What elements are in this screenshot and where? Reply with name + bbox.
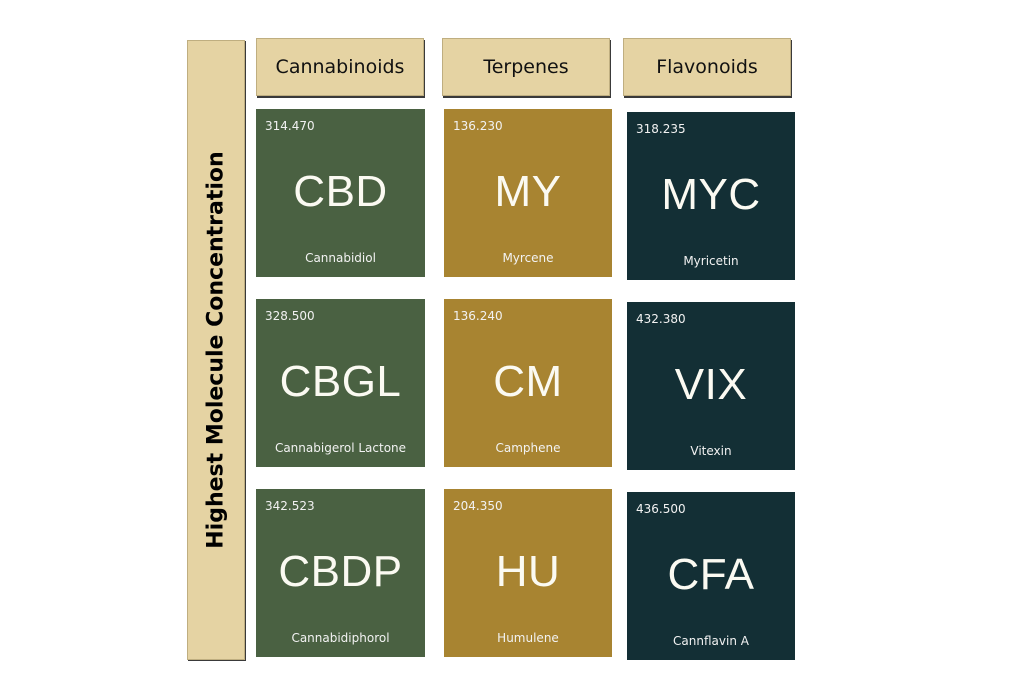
tile-vix: 432.380 VIX Vitexin <box>627 302 795 470</box>
element-name: Vitexin <box>690 444 732 458</box>
element-name: Camphene <box>495 441 561 455</box>
tile-cbd: 314.470 CBD Cannabidiol <box>256 109 425 277</box>
molecular-weight: 342.523 <box>265 499 315 513</box>
molecular-weight: 136.230 <box>453 119 503 133</box>
element-symbol: MYC <box>661 170 761 219</box>
element-name: Cannabidiphorol <box>291 631 390 645</box>
tile-my: 136.230 MY Myrcene <box>444 109 612 277</box>
element-name: Myricetin <box>683 254 739 268</box>
molecular-weight: 318.235 <box>636 122 686 136</box>
tile-cbgl: 328.500 CBGL Cannabigerol Lactone <box>256 299 425 467</box>
tile-cm: 136.240 CM Camphene <box>444 299 612 467</box>
molecular-weight: 204.350 <box>453 499 503 513</box>
element-symbol: CM <box>493 357 563 406</box>
header-cannabinoids: Cannabinoids <box>256 38 424 96</box>
molecular-weight: 136.240 <box>453 309 503 323</box>
element-symbol: VIX <box>674 360 748 409</box>
element-symbol: CBD <box>293 167 388 216</box>
element-symbol: CBGL <box>279 357 402 406</box>
molecular-weight: 432.380 <box>636 312 686 326</box>
header-flavonoids: Flavonoids <box>623 38 791 96</box>
molecular-weight: 328.500 <box>265 309 315 323</box>
element-name: Cannabidiol <box>305 251 376 265</box>
element-symbol: CBDP <box>278 547 403 596</box>
element-name: Myrcene <box>502 251 554 265</box>
tile-hu: 204.350 HU Humulene <box>444 489 612 657</box>
element-symbol: MY <box>494 167 562 216</box>
element-name: Humulene <box>497 631 559 645</box>
element-symbol: HU <box>495 547 561 596</box>
tile-cbdp: 342.523 CBDP Cannabidiphorol <box>256 489 425 657</box>
molecular-weight: 314.470 <box>265 119 315 133</box>
element-name: Cannflavin A <box>673 634 749 648</box>
tile-cfa: 436.500 CFA Cannflavin A <box>627 492 795 660</box>
side-label-text: Highest Molecule Concentration <box>203 151 229 549</box>
element-symbol: CFA <box>667 550 755 599</box>
side-label-bar: Highest Molecule Concentration <box>187 40 245 660</box>
molecular-weight: 436.500 <box>636 502 686 516</box>
header-terpenes: Terpenes <box>442 38 610 96</box>
element-name: Cannabigerol Lactone <box>274 441 407 455</box>
tile-myc: 318.235 MYC Myricetin <box>627 112 795 280</box>
